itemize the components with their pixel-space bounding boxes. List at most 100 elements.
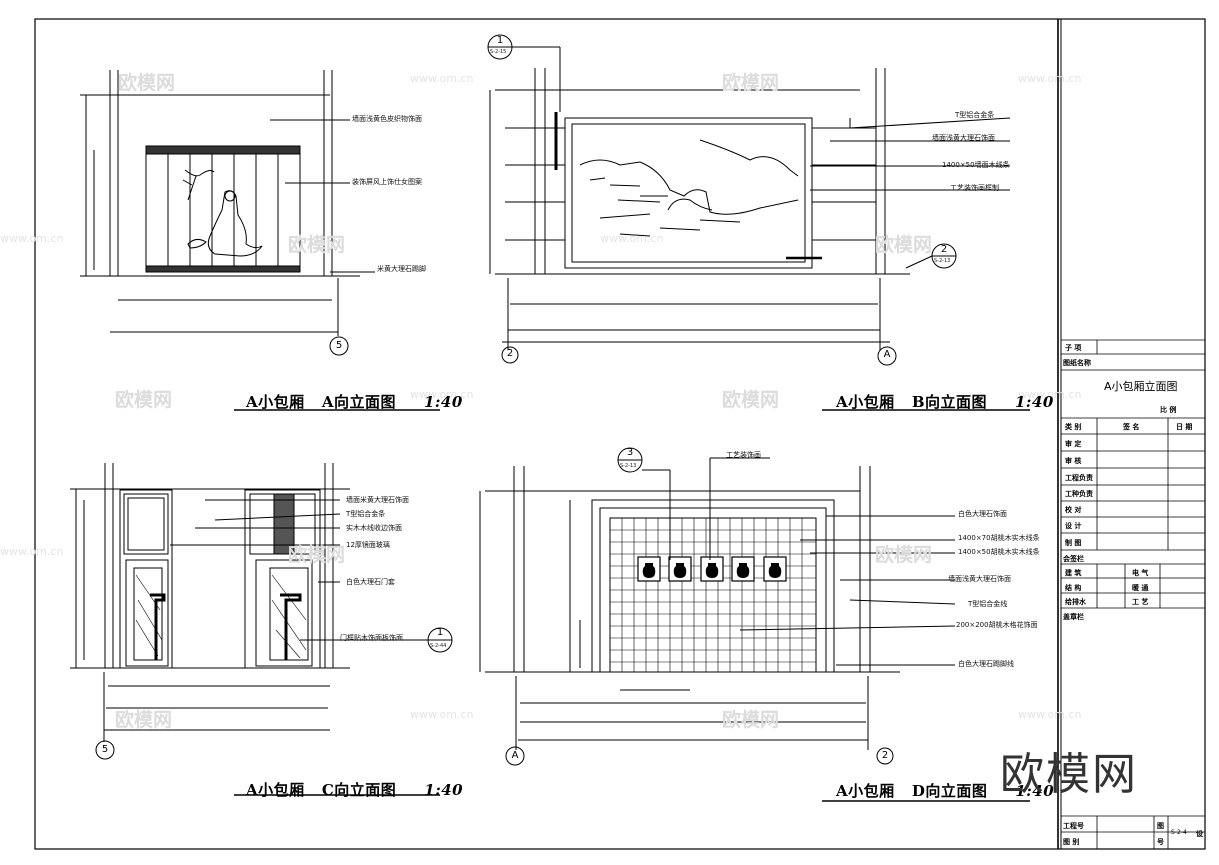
note-a-screen: 装饰屏风上饰仕女图案 bbox=[352, 178, 422, 186]
tb-scale-label: 比 例 bbox=[1160, 406, 1177, 414]
tb-seal-label: 盖章栏 bbox=[1063, 613, 1084, 621]
sheet-border bbox=[34, 18, 1206, 850]
tb-cosign: 建 筑 bbox=[1065, 569, 1082, 577]
tb-header-date: 日 期 bbox=[1176, 423, 1193, 431]
note-c-strip: T型铝合金条 bbox=[346, 510, 386, 518]
watermark: 欧模网 bbox=[722, 389, 780, 411]
watermark: 欧模网 bbox=[722, 709, 780, 731]
watermark-url: www.om.cn bbox=[600, 232, 664, 245]
tb-no-label: 号 bbox=[1157, 838, 1164, 846]
section-d-num: 3 bbox=[626, 447, 634, 458]
note-c-door-trim: 白色大理石门套 bbox=[346, 578, 395, 586]
axis-label-ad: A bbox=[511, 750, 519, 761]
tb-role: 校 对 bbox=[1065, 506, 1082, 514]
tb-sheet-label: 图 bbox=[1157, 822, 1164, 830]
tb-role: 工程负责 bbox=[1065, 474, 1093, 482]
note-d-moulding50: 1400×50胡桃木实木线条 bbox=[958, 548, 1040, 556]
note-a-skirting: 米黄大理石踢脚 bbox=[377, 265, 426, 273]
section-b2-ref: S-2-13 bbox=[934, 258, 951, 264]
note-b-moulding: 1400×50墙面木线条 bbox=[942, 161, 1010, 169]
note-c-trim: 实木木线收边饰面 bbox=[346, 524, 402, 532]
note-c-door: 门框贴木饰面板饰面 bbox=[340, 634, 403, 642]
section-c-ref: S-2-44 bbox=[430, 643, 447, 649]
axis-label-5c: 5 bbox=[101, 744, 109, 755]
brand-logo: 欧模网 bbox=[1000, 749, 1138, 800]
tb-role: 审 定 bbox=[1065, 440, 1082, 448]
note-b-frame: 工艺装饰画框制 bbox=[950, 184, 999, 192]
note-b-strip: T型铝合金条 bbox=[955, 111, 995, 119]
tb-name-label: 图纸名称 bbox=[1063, 359, 1091, 367]
watermark-url: www.om.cn bbox=[410, 388, 474, 401]
elevation-c bbox=[70, 463, 453, 796]
watermark: 欧模网 bbox=[875, 544, 933, 566]
watermark-url: www.om.cn bbox=[1018, 72, 1082, 85]
axis-label-2b: 2 bbox=[506, 348, 514, 359]
section-b2-num: 2 bbox=[940, 244, 948, 255]
axis-label-2d: 2 bbox=[881, 750, 889, 761]
note-c-mirror: 12厚镜面玻璃 bbox=[346, 541, 390, 549]
section-d-ref: S-2-13 bbox=[620, 463, 637, 469]
tb-header-category: 类 别 bbox=[1065, 423, 1082, 431]
tb-cosign: 电 气 bbox=[1132, 569, 1149, 577]
watermark: 欧模网 bbox=[288, 234, 346, 256]
watermark-url: www.om.cn bbox=[0, 545, 64, 558]
watermark-url: www.om.cn bbox=[410, 708, 474, 721]
watermark: 欧模网 bbox=[288, 544, 346, 566]
note-d-moulding70: 1400×70胡桃木实木线条 bbox=[958, 534, 1040, 542]
axis-label-ab: A bbox=[883, 349, 891, 360]
tb-cosign: 结 构 bbox=[1065, 584, 1082, 592]
watermark: 欧模网 bbox=[115, 709, 173, 731]
section-c-num: 1 bbox=[436, 627, 444, 638]
watermark-url: www.om.cn bbox=[1018, 388, 1082, 401]
tb-sheet-suffix: 设 bbox=[1196, 830, 1203, 838]
watermark: 欧模网 bbox=[118, 72, 176, 94]
axis-marker-5c bbox=[95, 740, 115, 760]
section-b-ref: S-2-15 bbox=[490, 49, 507, 55]
tb-role: 审 核 bbox=[1065, 457, 1082, 465]
section-b-num: 1 bbox=[496, 35, 504, 46]
note-d-painting: 工艺装饰画 bbox=[726, 451, 761, 459]
axis-label-5a: 5 bbox=[335, 340, 343, 351]
watermark-url: www.om.cn bbox=[1018, 708, 1082, 721]
tb-role: 工种负责 bbox=[1065, 490, 1093, 498]
note-d-strip: T型铝合金线 bbox=[968, 600, 1008, 608]
tb-subitem-label: 子 项 bbox=[1065, 344, 1082, 352]
elevation-b bbox=[487, 34, 1030, 411]
tb-sheet-code: S-2-4 bbox=[1171, 829, 1187, 836]
tb-drawing-no: 图 别 bbox=[1063, 838, 1080, 846]
title-block bbox=[1061, 339, 1205, 849]
axis-marker-5a bbox=[329, 336, 349, 356]
note-d-skirting: 白色大理石踢脚线 bbox=[958, 660, 1014, 668]
axis-marker-ad bbox=[505, 746, 525, 766]
note-d-wall: 墙面浅黄大理石饰面 bbox=[948, 575, 1011, 583]
axis-marker-2d bbox=[876, 747, 894, 765]
tb-drawing-name: A小包厢立面图 bbox=[1104, 380, 1178, 393]
watermark-url: www.om.cn bbox=[410, 72, 474, 85]
note-b-wall: 墙面浅黄大理石饰面 bbox=[932, 134, 995, 142]
elevation-a bbox=[80, 70, 440, 411]
elevation-d bbox=[479, 447, 1030, 802]
tb-cosign-label: 会签栏 bbox=[1063, 555, 1084, 563]
tb-role: 设 计 bbox=[1065, 522, 1082, 530]
tb-cosign: 工 艺 bbox=[1132, 598, 1149, 606]
axis-marker-2b bbox=[501, 346, 519, 364]
axis-marker-ab bbox=[877, 346, 897, 366]
note-d-marble: 白色大理石饰面 bbox=[958, 510, 1007, 518]
note-c-wall: 墙面米黄大理石饰面 bbox=[346, 496, 409, 504]
tb-header-sign: 签 名 bbox=[1123, 423, 1140, 431]
tb-cosign: 给排水 bbox=[1065, 598, 1086, 606]
watermark-url: www.om.cn bbox=[0, 232, 64, 245]
note-a-wall: 墙面浅黄色皮织物饰面 bbox=[352, 115, 422, 123]
watermark: 欧模网 bbox=[115, 389, 173, 411]
tb-cosign: 暖 通 bbox=[1132, 584, 1149, 592]
tb-role: 制 图 bbox=[1065, 539, 1082, 547]
watermark: 欧模网 bbox=[722, 72, 780, 94]
note-d-lattice: 200×200胡桃木格花饰面 bbox=[956, 621, 1038, 629]
watermark: 欧模网 bbox=[875, 234, 933, 256]
tb-project-no: 工程号 bbox=[1063, 822, 1084, 830]
